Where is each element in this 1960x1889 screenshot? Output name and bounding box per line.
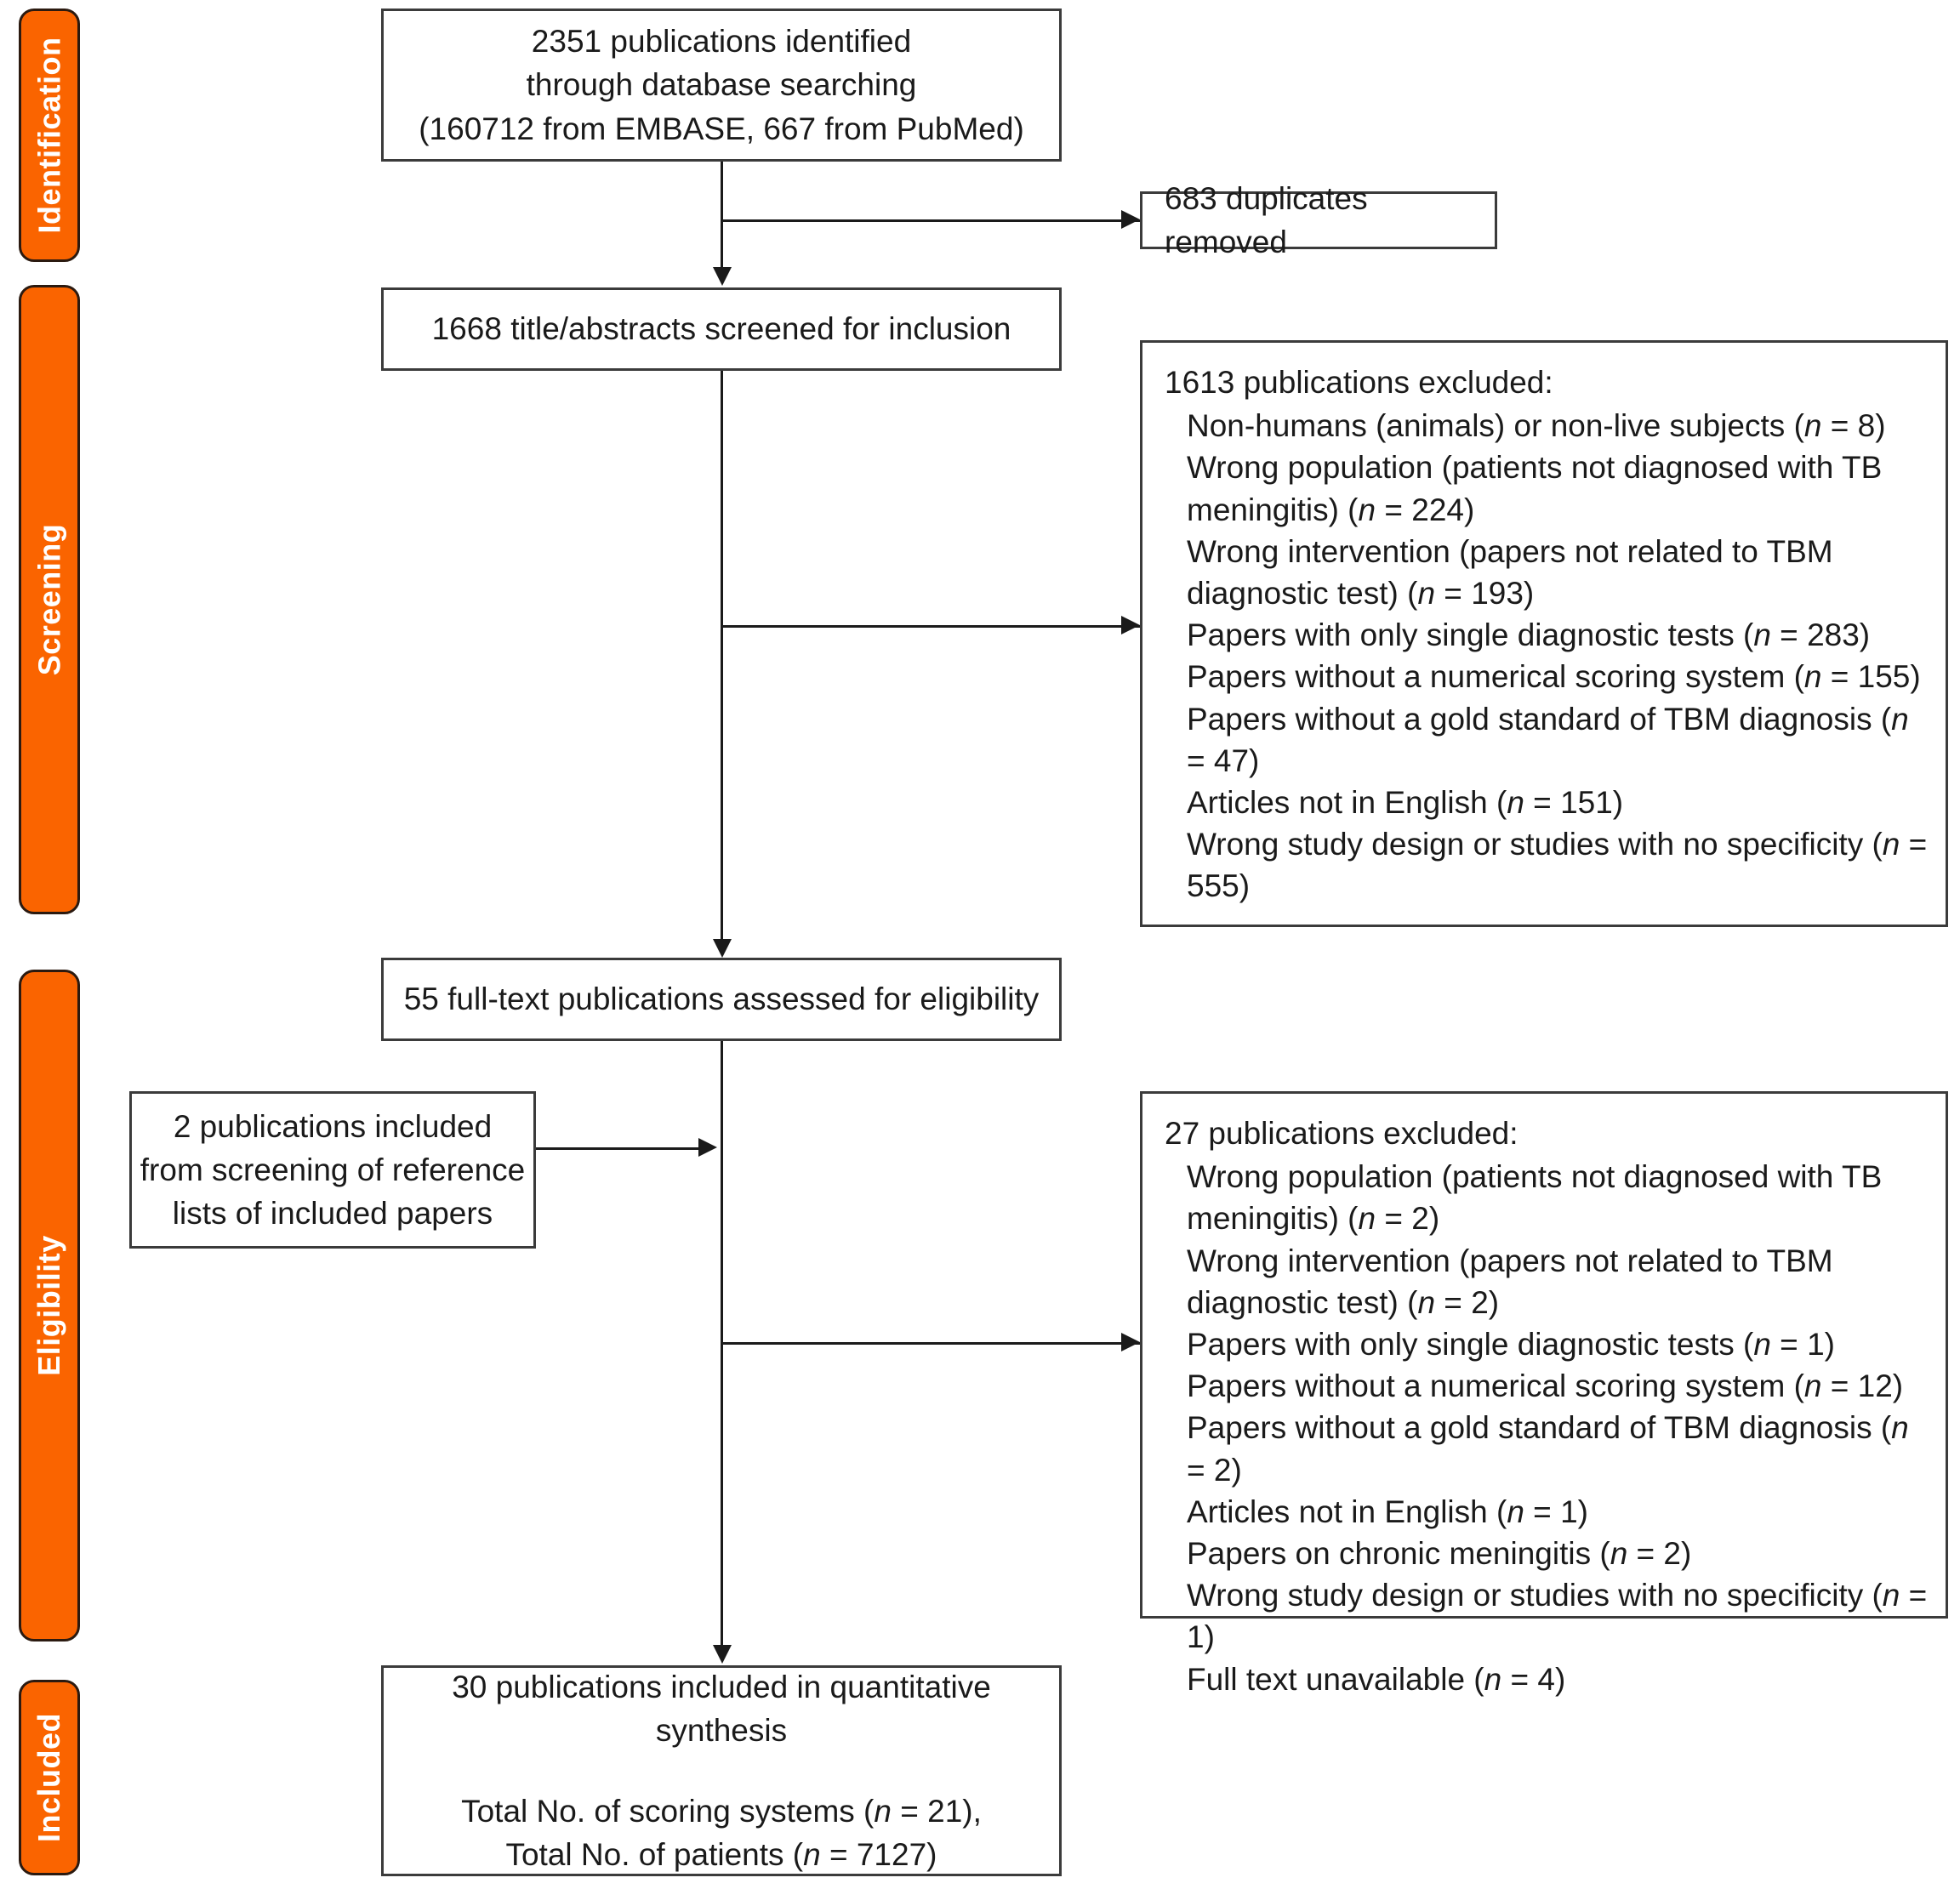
screening-exclusion-item: Papers with only single diagnostic tests… [1187,617,1871,653]
stage-label-included: Included [31,1712,67,1843]
included-line-2: Total No. of scoring systems (n = 21), [461,1794,982,1829]
box-reference-list-inclusions: 2 publications included from screening o… [129,1091,536,1249]
screening-exclusion-item: Papers without a gold standard of TBM di… [1187,701,1909,778]
arrowhead-to-included [713,1645,732,1664]
arrowhead-to-duplicates [1121,210,1140,229]
reference-lists-line-1: 2 publications included [173,1108,493,1144]
included-line-3: Total No. of patients (n = 7127) [505,1837,937,1873]
connector-to-duplicates [721,219,1144,222]
duplicates-line-1: 683 duplicates removed [1165,180,1376,259]
eligibility-exclusion-item: Papers without a gold standard of TBM di… [1187,1410,1909,1488]
included-spacer [717,1752,726,1789]
eligibility-exclusion-item: Papers without a numerical scoring syste… [1187,1368,1904,1404]
eligibility-exclusion-item: Papers with only single diagnostic tests… [1187,1327,1835,1363]
screening-exclusions-heading: 1613 publications excluded: [1165,365,1553,400]
reference-lists-line-3: lists of included papers [172,1196,493,1232]
stage-label-identification: Identification [31,37,66,234]
box-included-in-synthesis: 30 publications included in quantitative… [381,1665,1062,1876]
screening-exclusion-item: Wrong study design or studies with no sp… [1187,827,1928,904]
screening-exclusion-item: Wrong population (patients not diagnosed… [1187,450,1883,527]
identified-line-3: (160712 from EMBASE, 667 from PubMed) [419,111,1024,146]
connector-reference-lists-to-spine [536,1147,702,1150]
included-line-1: 30 publications included in quantitative… [452,1669,1000,1748]
screening-exclusion-item: Papers without a numerical scoring syste… [1187,659,1921,695]
connector-fulltext-to-included [721,1041,723,1655]
stage-bar-identification: Identification [19,9,80,262]
arrowhead-to-screened [713,267,732,286]
eligibility-exclusion-item: Wrong intervention (papers not related t… [1187,1243,1833,1320]
box-titles-screened: 1668 title/abstracts screened for inclus… [381,287,1062,371]
connector-to-screening-exclusions [721,625,1144,628]
fulltext-line-1: 55 full-text publications assessed for e… [403,981,1040,1017]
eligibility-exclusion-item: Full text unavailable (n = 4) [1187,1661,1566,1697]
arrowhead-to-eligibility-exclusions [1121,1333,1140,1351]
connector-screened-to-fulltext [721,371,723,949]
eligibility-exclusion-item: Papers on chronic meningitis (n = 2) [1187,1536,1692,1572]
eligibility-exclusion-item: Wrong study design or studies with no sp… [1187,1578,1928,1655]
stage-bar-screening: Screening [19,285,80,914]
eligibility-exclusion-item: Articles not in English (n = 1) [1187,1494,1588,1529]
screening-exclusion-item: Non-humans (animals) or non-live subject… [1187,408,1886,444]
identified-line-2: through database searching [526,67,917,103]
box-publications-identified: 2351 publications identified through dat… [381,9,1062,162]
identified-line-1: 2351 publications identified [531,24,912,60]
screening-exclusion-item: Articles not in English (n = 151) [1187,785,1624,821]
arrowhead-to-screening-exclusions [1121,616,1140,634]
box-eligibility-exclusions: 27 publications excluded: Wrong populati… [1140,1091,1948,1697]
stage-bar-included: Included [19,1680,80,1875]
eligibility-exclusion-item: Wrong population (patients not diagnosed… [1187,1159,1883,1237]
stage-bar-eligibility: Eligibility [19,970,80,1641]
connector-to-eligibility-exclusions [721,1342,1144,1345]
box-fulltext-assessed: 55 full-text publications assessed for e… [381,958,1062,1041]
arrowhead-reference-lists [698,1138,717,1157]
eligibility-exclusions-heading: 27 publications excluded: [1165,1116,1518,1151]
arrowhead-to-fulltext [713,939,732,958]
screened-line-1: 1668 title/abstracts screened for inclus… [431,311,1011,347]
box-duplicates-removed: 683 duplicates removed [1140,181,1497,259]
stage-label-eligibility: Eligibility [31,1235,67,1376]
stage-label-screening: Screening [31,523,66,676]
screening-exclusion-item: Wrong intervention (papers not related t… [1187,533,1833,612]
box-screening-exclusions: 1613 publications excluded: Non-humans (… [1140,340,1948,927]
reference-lists-line-2: from screening of reference [140,1152,526,1187]
